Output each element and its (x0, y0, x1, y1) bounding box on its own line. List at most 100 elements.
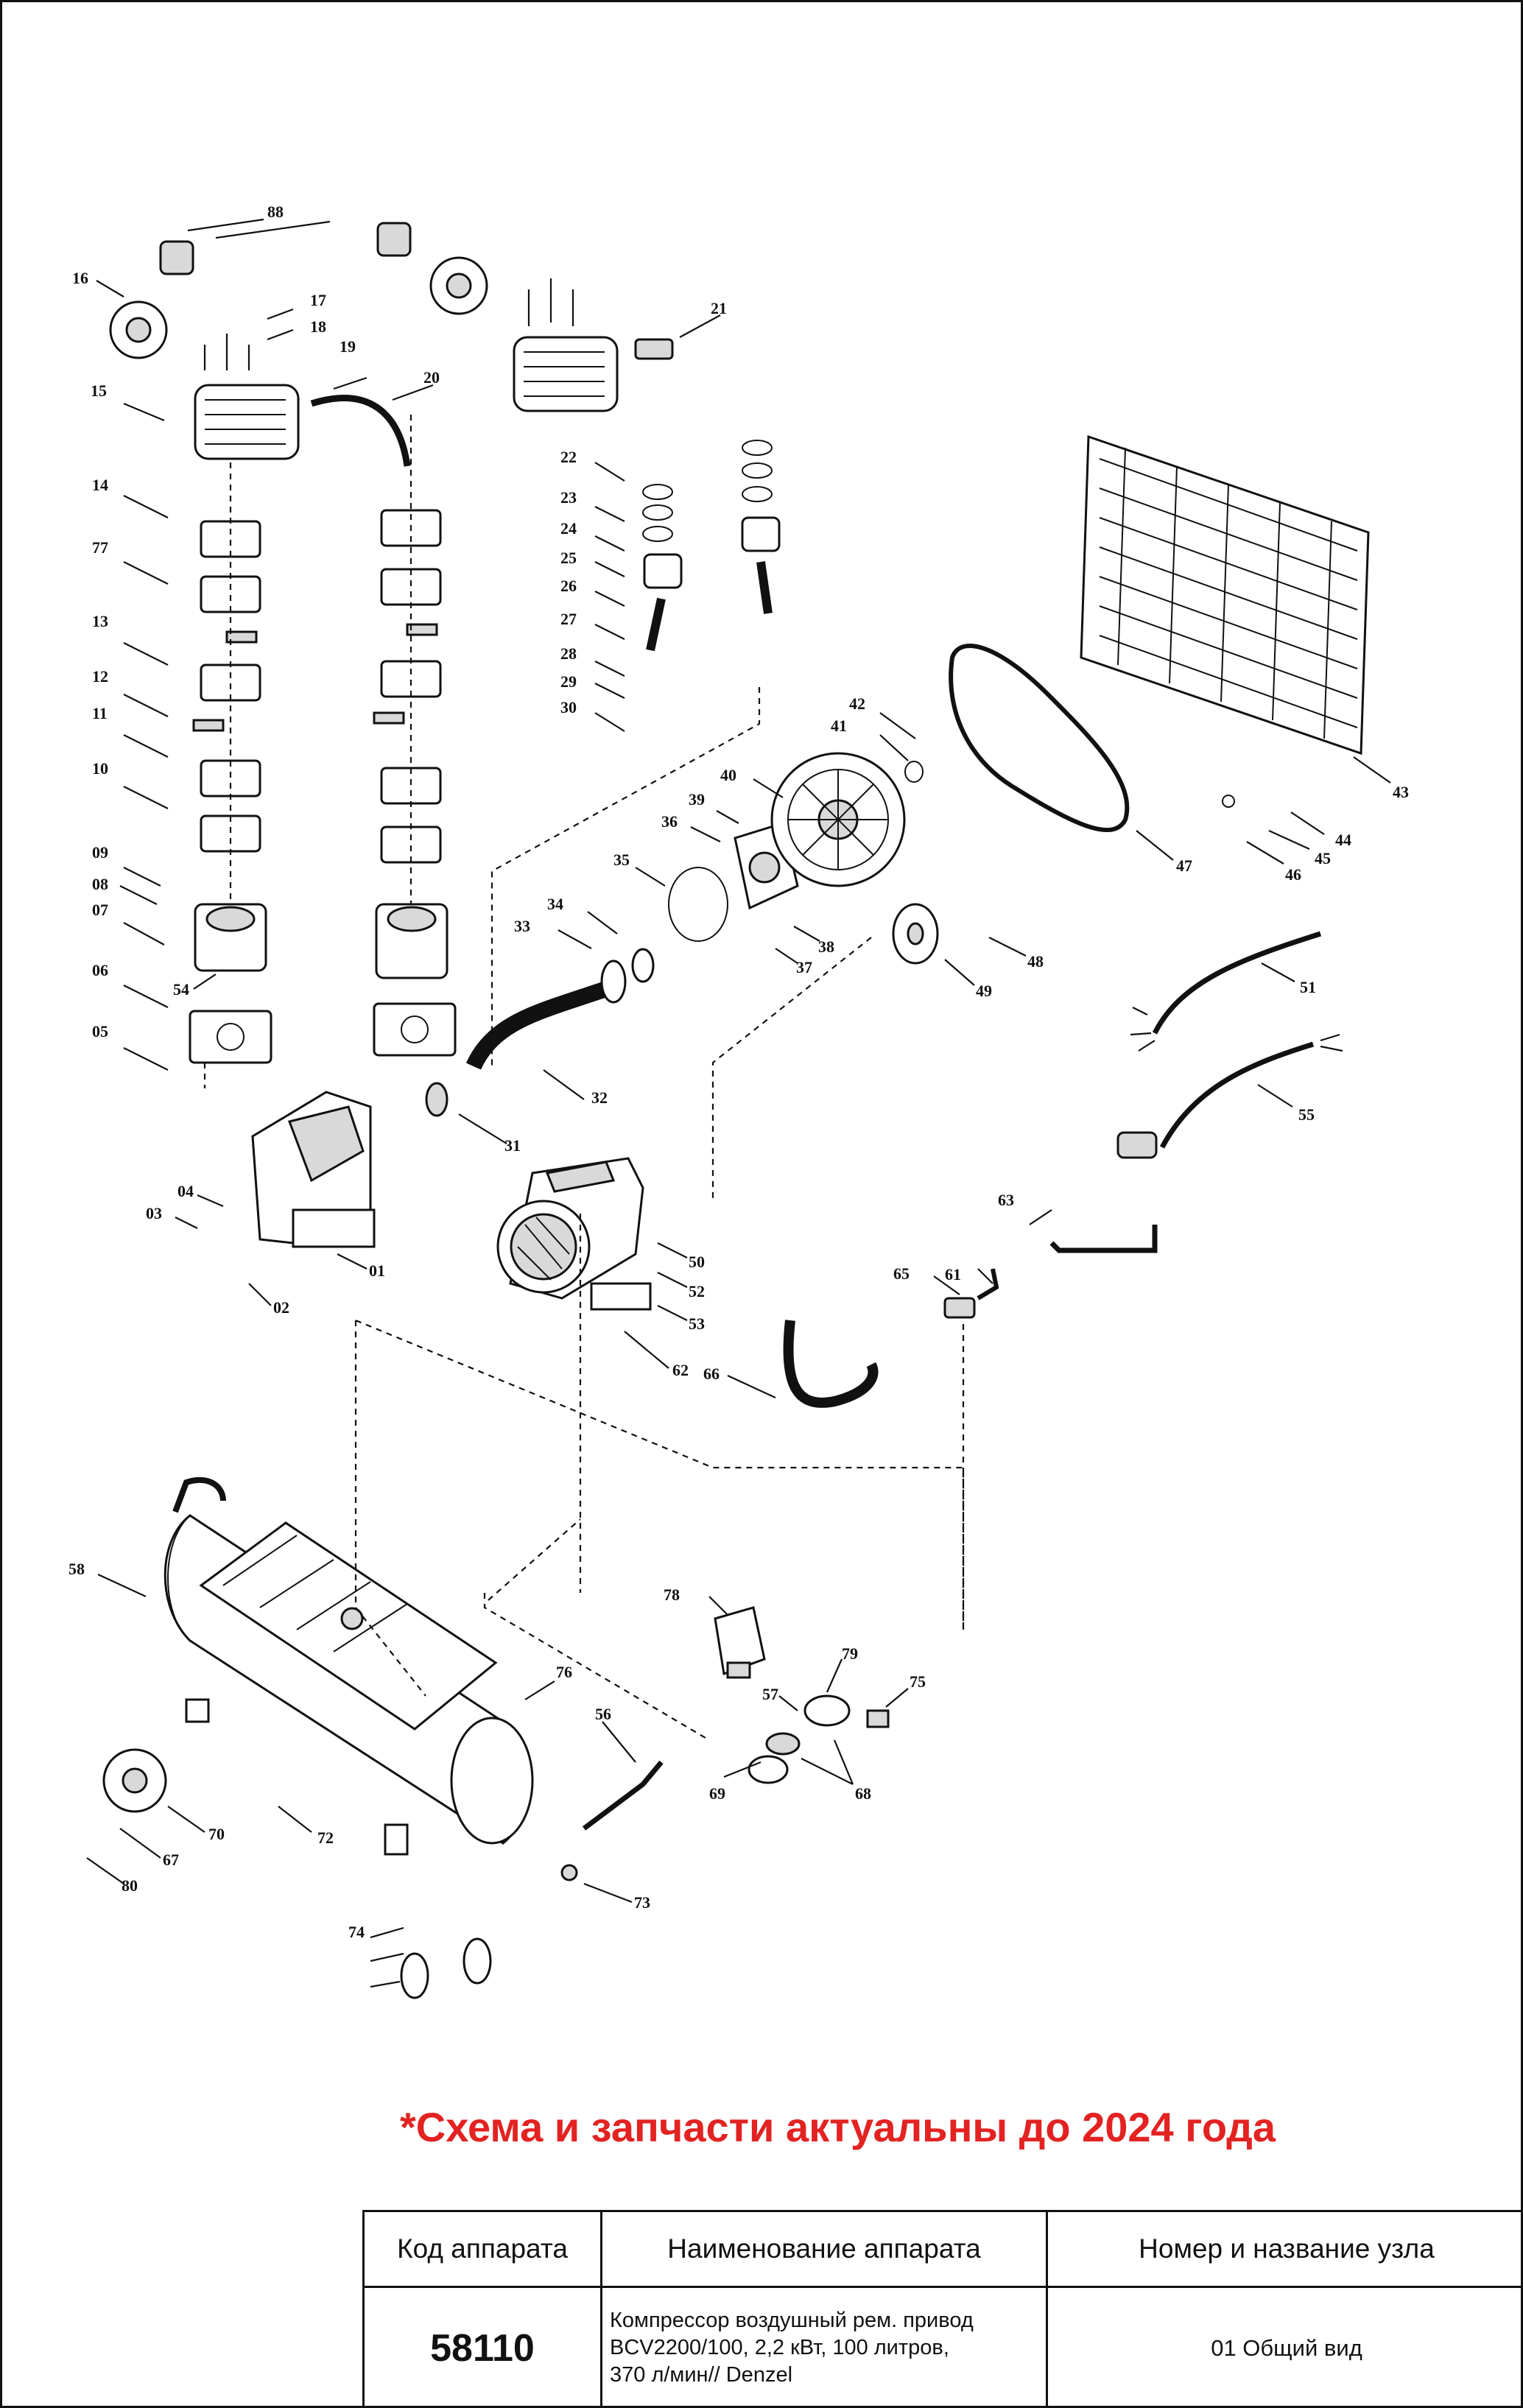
callout-label: 03 (146, 1204, 162, 1222)
callout-label: 44 (1335, 831, 1351, 849)
callout-label: 18 (310, 317, 326, 336)
callout-label: 30 (560, 698, 577, 717)
callout-label: 29 (560, 672, 577, 691)
device-name-line: Компрессор воздушный рем. привод (610, 2309, 974, 2332)
callout-label: 27 (560, 610, 577, 628)
callout-label: 22 (560, 448, 577, 466)
callout-label: 55 (1298, 1105, 1315, 1124)
callout-label: 67 (163, 1851, 179, 1869)
air-receiver-tank (102, 1214, 965, 1999)
callout-label: 09 (92, 843, 108, 862)
callout-label: 38 (818, 937, 834, 956)
header-node-name: Номер и название узла (1046, 2210, 1521, 2288)
callout-label: 42 (849, 694, 865, 713)
callout-label: 68 (855, 1784, 871, 1803)
callout-label: 48 (1027, 952, 1044, 971)
callout-label: 88 (267, 203, 284, 221)
discharge-piping (783, 1225, 1158, 1630)
callout-label: 02 (273, 1298, 289, 1317)
callout-label: 57 (762, 1685, 778, 1703)
callout-label: 39 (689, 790, 705, 809)
callout-label: 13 (92, 612, 108, 630)
callout-label: 41 (831, 717, 847, 735)
exploded-parts-diagram: 88 16 17 18 15 19 20 21 14 77 13 12 11 10 09 08 07 54 06 05… (68, 203, 1409, 1999)
callout-label: 36 (661, 812, 678, 831)
electrical-cables (1116, 931, 1343, 1159)
callout-label: 43 (1393, 783, 1409, 801)
electric-motor (496, 1157, 652, 1311)
callout-label: 11 (92, 704, 108, 722)
callout-label: 40 (720, 766, 736, 784)
callout-label: 04 (177, 1182, 194, 1200)
callout-label: 79 (842, 1644, 858, 1663)
title-block-table: Код аппарата Наименование аппарата Номер… (362, 2210, 1521, 2406)
callout-label: 52 (689, 1282, 705, 1300)
callout-label: 66 (703, 1365, 720, 1383)
callout-label: 78 (664, 1585, 680, 1604)
device-name-line: BCV2200/100, 2,2 кВт, 100 литров, (610, 2336, 949, 2359)
header-device-code: Код аппарата (362, 2210, 602, 2288)
validity-notice: *Схема и запчасти актуальны до 2024 года (400, 2104, 1276, 2150)
drive-assembly (770, 434, 1370, 965)
callout-label: 06 (92, 961, 108, 979)
callout-label: 16 (72, 269, 88, 287)
callout-label: 74 (348, 1923, 365, 1941)
piston-crank-assembly (425, 440, 872, 1203)
callout-label: 08 (92, 875, 108, 893)
callout-label: 51 (1300, 978, 1316, 996)
callout-label: 12 (92, 667, 108, 686)
header-device-name: Наименование аппарата (600, 2210, 1048, 2288)
callout-label: 25 (560, 549, 577, 567)
callout-label: 31 (504, 1136, 521, 1155)
callout-label: 28 (560, 644, 577, 663)
callout-label: 14 (92, 476, 108, 494)
callout-label: 63 (998, 1191, 1014, 1209)
callout-label: 35 (613, 851, 630, 869)
device-code: 58110 (362, 2286, 602, 2406)
callout-label: 61 (945, 1265, 961, 1284)
callout-label: 56 (595, 1705, 611, 1723)
callout-label: 76 (556, 1663, 572, 1681)
callout-label: 70 (208, 1825, 225, 1843)
callout-label: 58 (68, 1560, 85, 1578)
callout-label: 53 (689, 1314, 705, 1333)
callout-label: 80 (122, 1876, 138, 1895)
callout-label: 45 (1315, 849, 1331, 867)
callout-label: 33 (514, 917, 530, 935)
callout-label: 50 (689, 1253, 705, 1271)
callout-label: 26 (560, 577, 577, 595)
node-name: 01 Общий вид (1046, 2286, 1521, 2406)
callout-label: 15 (91, 381, 107, 400)
callout-label: 05 (92, 1022, 108, 1041)
callout-label: 47 (1176, 856, 1192, 875)
callout-label: 21 (711, 299, 727, 317)
callout-label: 32 (591, 1088, 608, 1107)
callout-leader-lines (86, 218, 1391, 1988)
callout-label: 37 (796, 958, 812, 976)
callout-label: 46 (1285, 865, 1301, 884)
callout-label: 19 (340, 337, 356, 356)
cylinder-assembly-left (109, 222, 674, 1248)
callout-label: 77 (92, 538, 108, 557)
callout-label: 62 (672, 1361, 689, 1379)
callout-label: 34 (547, 895, 563, 913)
pressure-switch-assembly (483, 1593, 890, 1831)
callout-label: 24 (560, 519, 577, 538)
callout-label: 54 (173, 980, 189, 999)
callout-label: 49 (976, 982, 992, 1000)
callout-label: 23 (560, 488, 577, 507)
callout-label: 69 (709, 1784, 725, 1803)
callout-labels: 88 16 17 18 15 19 20 21 14 77 13 12 11 10 09 08 07 54 06 05… (68, 203, 1409, 1941)
device-name-line: 370 л/мин// Denzel (610, 2363, 793, 2387)
callout-label: 75 (910, 1672, 926, 1691)
callout-label: 10 (92, 759, 108, 778)
callout-label: 72 (317, 1828, 334, 1847)
device-name: Компрессор воздушный рем. привод BCV2200… (600, 2286, 1048, 2406)
callout-label: 20 (423, 368, 440, 387)
callout-label: 65 (893, 1264, 910, 1283)
callout-label: 01 (369, 1261, 385, 1280)
callout-label: 17 (310, 291, 326, 309)
callout-label: 07 (92, 901, 108, 919)
callout-label: 73 (634, 1893, 650, 1912)
